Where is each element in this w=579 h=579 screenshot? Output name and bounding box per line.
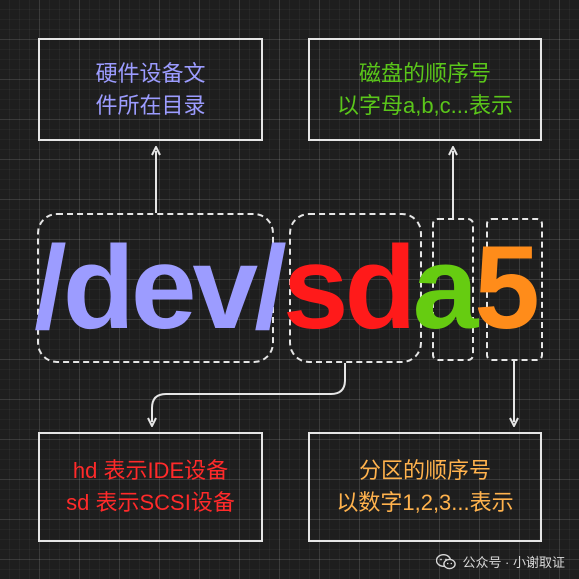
partition-order-line1: 分区的顺序号: [358, 458, 491, 483]
partition-order-line2: 以数字1,2,3...表示: [336, 490, 514, 515]
partition-number-segment: 5: [474, 222, 540, 354]
device-type-line2: sd 表示SCSI设备: [66, 490, 235, 515]
dev-segment: /dev/: [34, 222, 287, 354]
disk-order-line1: 磁盘的顺序号: [358, 60, 491, 86]
disk-order-line2: 以字母a,b,c...表示: [336, 92, 514, 118]
hardware-directory-box: 硬件设备文 件所在目录: [38, 38, 263, 141]
dev-segment-outline: [37, 213, 274, 363]
wechat-icon: [436, 553, 457, 569]
hardware-directory-line1: 硬件设备文: [95, 60, 206, 86]
hardware-directory-line2: 件所在目录: [95, 92, 206, 118]
device-type-box: hd 表示IDE设备 sd 表示SCSI设备: [38, 432, 263, 542]
watermark: 公众号 · 小谢取证: [436, 552, 565, 571]
disk-letter-outline: [432, 218, 474, 361]
partition-number-outline: [486, 218, 543, 361]
partition-order-box: 分区的顺序号 以数字1,2,3...表示: [308, 432, 542, 542]
device-type-line1: hd 表示IDE设备: [72, 458, 229, 483]
sd-segment-outline: [289, 213, 422, 363]
disk-letter-segment: a: [412, 222, 479, 354]
watermark-text: 公众号 · 小谢取证: [462, 555, 565, 570]
sd-segment: sd: [282, 222, 417, 354]
arrow-sd-to-device-type: [152, 363, 346, 422]
disk-order-box: 磁盘的顺序号 以字母a,b,c...表示: [308, 38, 542, 141]
